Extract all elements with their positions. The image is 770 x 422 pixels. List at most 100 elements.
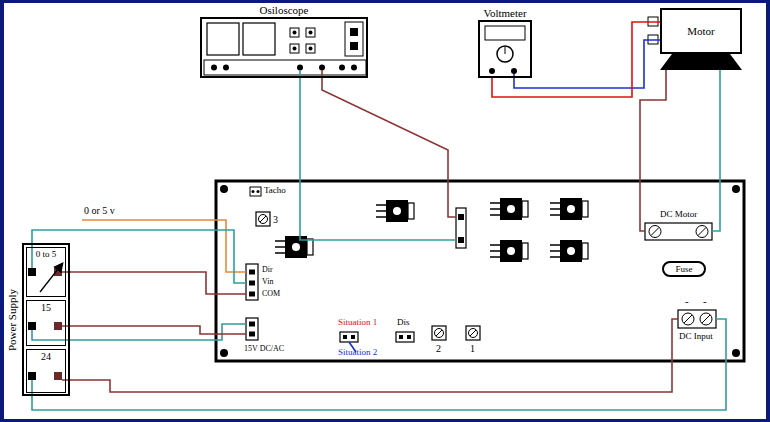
- motor-wire: [712, 70, 720, 231]
- scope-panel: [345, 22, 363, 56]
- transistor-pin: [376, 216, 386, 218]
- node-label: Voltmeter: [483, 8, 526, 19]
- connector-pin: [249, 322, 255, 327]
- connector-pin: [458, 237, 464, 243]
- transistor-tab: [522, 243, 528, 259]
- jumper-pin: [399, 335, 403, 339]
- transistor-pin: [275, 240, 285, 242]
- connector-pin: [458, 214, 464, 220]
- transistor-symbol: [490, 240, 528, 262]
- supply-section: 24: [26, 349, 66, 393]
- transistor-tab: [582, 201, 588, 217]
- scope-jack: [297, 65, 303, 71]
- callout-number: 3: [273, 215, 278, 225]
- potentiometer: [432, 326, 446, 340]
- transistor-tab: [522, 201, 528, 217]
- potentiometer: [466, 326, 480, 340]
- screw-slot: [651, 228, 659, 236]
- supply-terminal: [54, 322, 62, 330]
- supply-connector: [246, 318, 258, 340]
- scope-jack: [211, 65, 217, 71]
- transistor-pin: [490, 202, 500, 204]
- power-supply-box: Power Supply0 to 51524: [22, 243, 70, 396]
- transistor-hole: [567, 205, 575, 213]
- polarity-mark: -: [685, 296, 689, 307]
- node-label: Motor: [687, 26, 715, 37]
- potentiometer-slot: [470, 330, 476, 336]
- supply-terminal: [28, 372, 36, 380]
- input-terminal-block: [678, 310, 716, 328]
- callout-number: 1: [470, 344, 475, 354]
- connector-label: Tacho: [264, 186, 286, 195]
- meter-pointer: [505, 47, 506, 54]
- fuse-box: Fuse: [662, 261, 706, 277]
- adjust-arrow: [40, 264, 62, 292]
- meter-jack: [489, 68, 495, 74]
- scope-knob: [306, 28, 315, 37]
- transistor-hole: [507, 247, 515, 255]
- scope-wire: [322, 70, 456, 217]
- transistor-symbol: [376, 200, 414, 222]
- supply-wire: [62, 319, 678, 392]
- transistor-tab: [408, 203, 414, 219]
- screw-terminal: [696, 226, 708, 238]
- polarity-mark: -: [703, 296, 707, 307]
- transistor-pin: [376, 210, 386, 212]
- screw-terminal: [649, 226, 661, 238]
- potentiometer: [256, 212, 270, 226]
- transistor-symbol: [550, 240, 588, 262]
- transistor-pin: [275, 252, 285, 254]
- screw-slot: [698, 228, 706, 236]
- transistor-hole: [393, 207, 401, 215]
- oscilloscope-box: Osiloscope: [200, 17, 368, 78]
- potentiometer-knob: [435, 329, 444, 338]
- pin-label: Dir: [262, 266, 273, 274]
- mounting-hole: [220, 349, 228, 357]
- meter-jack: [511, 68, 517, 74]
- node-label: Fuse: [675, 265, 692, 274]
- motor-box: Motor: [660, 8, 742, 54]
- connector-pin: [252, 190, 255, 193]
- jumper: [340, 332, 358, 342]
- meter-wire: [492, 22, 660, 97]
- jumper-pin: [343, 335, 347, 339]
- pin-label: Vin: [262, 278, 274, 286]
- transistor-pin: [550, 256, 560, 258]
- signal-connector: [246, 264, 258, 300]
- screw-slot: [684, 315, 692, 323]
- mounting-hole: [732, 349, 740, 357]
- scope-knob: [290, 44, 299, 53]
- screw-terminal: [682, 313, 694, 325]
- supply-wire: [32, 324, 246, 340]
- callout-number: 2: [436, 344, 441, 354]
- meter-dial: [497, 46, 513, 62]
- transistor-pin: [490, 256, 500, 258]
- mounting-hole: [732, 185, 740, 193]
- potentiometer-slot: [260, 216, 266, 222]
- supply-wire: [62, 326, 246, 334]
- transistor-pin: [550, 202, 560, 204]
- connector-pin: [249, 332, 255, 337]
- circuit-board: [216, 181, 744, 361]
- screw-terminal: [700, 313, 712, 325]
- scope-wire: [300, 70, 456, 240]
- mounting-hole: [220, 185, 228, 193]
- connector-pin: [249, 281, 255, 286]
- terminal-label: DC Motor: [660, 210, 697, 219]
- transistor-tab: [307, 239, 313, 255]
- supply-terminal: [28, 268, 36, 276]
- tacho-connector: [250, 187, 261, 196]
- screw-slot: [702, 315, 710, 323]
- node-label: 24: [41, 352, 51, 362]
- scope-jack-strip: [204, 60, 366, 75]
- connector-pin: [249, 270, 255, 275]
- meter-display: [485, 26, 525, 40]
- potentiometer-knob: [469, 329, 478, 338]
- scope-jack: [319, 65, 325, 71]
- transistor-body: [500, 240, 522, 262]
- transistor-pin: [550, 244, 560, 246]
- scope-knob-dot: [293, 47, 297, 51]
